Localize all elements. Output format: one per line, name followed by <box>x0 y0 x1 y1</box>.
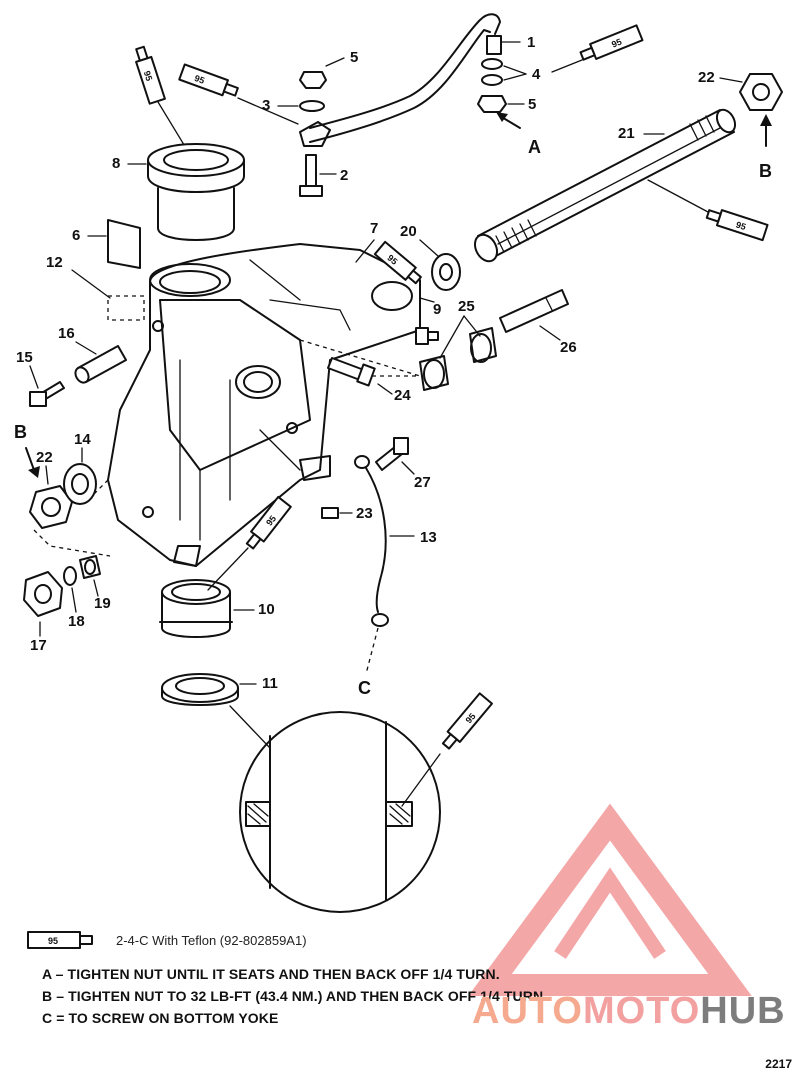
legend: 2-4-C With Teflon (92-802859A1) <box>22 928 307 952</box>
marker-b-left: B <box>14 422 27 442</box>
callout-22-left: 22 <box>36 449 53 466</box>
callout-8: 8 <box>112 155 120 172</box>
callout-6: 6 <box>72 227 80 244</box>
seal-detail-view <box>229 705 441 913</box>
callout-7: 7 <box>370 220 378 237</box>
figure-number: 2217 <box>765 1057 792 1071</box>
legend-tube-spacer <box>22 928 102 952</box>
grease-tube-95-detail: 95 <box>441 692 493 750</box>
callout-12: 12 <box>46 254 63 271</box>
washer-18 <box>63 566 77 586</box>
callout-18: 18 <box>68 613 85 630</box>
grease-tube-95-3: 95 <box>178 63 239 97</box>
nut-5-right <box>477 95 507 113</box>
note-c: C = TO SCREW ON BOTTOM YOKE <box>42 1010 279 1026</box>
bushing-19 <box>79 555 101 579</box>
nut-22-right <box>739 73 783 111</box>
grease-fitting <box>415 327 439 345</box>
callout-19: 19 <box>94 595 111 612</box>
washers-4 <box>481 58 503 86</box>
watermark-hub: HUB <box>700 990 786 1032</box>
callout-9: 9 <box>433 301 441 318</box>
callout-2: 2 <box>340 167 348 184</box>
callout-10: 10 <box>258 601 275 618</box>
washer-3 <box>299 100 325 112</box>
watermark-auto: AUTO <box>472 990 583 1032</box>
callout-5-left: 5 <box>350 49 358 66</box>
svg-text:95: 95 <box>264 514 278 528</box>
callout-3: 3 <box>262 97 270 114</box>
seal-11 <box>161 673 239 706</box>
watermark-moto: MOTO <box>582 990 701 1032</box>
svg-text:95: 95 <box>464 711 478 725</box>
callout-24: 24 <box>394 387 411 404</box>
legend-tube-icon: 95 <box>27 931 93 949</box>
svg-text:95: 95 <box>735 219 748 232</box>
part-12-dashed <box>107 295 145 321</box>
callout-23: 23 <box>356 505 373 522</box>
callout-20: 20 <box>400 223 417 240</box>
svg-text:95: 95 <box>48 936 58 946</box>
ground-strap-13 <box>354 455 389 627</box>
nut-22-left <box>29 485 73 529</box>
callout-4: 4 <box>532 66 541 83</box>
swivel-bracket <box>107 243 421 567</box>
bushing-10 <box>159 579 233 638</box>
svg-text:95: 95 <box>142 70 155 83</box>
steering-link-rod <box>299 13 502 147</box>
tilt-tube-21 <box>473 108 737 263</box>
callout-11: 11 <box>262 675 278 692</box>
grease-tube-95-4: 95 <box>579 24 644 61</box>
grease-tube-95-8: 95 <box>135 45 166 105</box>
marker-c: C <box>358 678 371 698</box>
svg-text:95: 95 <box>610 37 623 50</box>
callout-17: 17 <box>30 637 47 654</box>
nut-5-left <box>299 71 327 89</box>
pin-26 <box>499 289 569 333</box>
callout-25: 25 <box>458 298 475 315</box>
callout-13: 13 <box>420 529 437 546</box>
callout-27: 27 <box>414 474 431 491</box>
nut-17 <box>23 571 63 617</box>
callout-26: 26 <box>560 339 577 356</box>
callout-14: 14 <box>74 431 91 448</box>
callout-21: 21 <box>618 125 635 142</box>
grease-tube-95-21: 95 <box>705 209 769 242</box>
legend-label: 2-4-C With Teflon (92-802859A1) <box>116 932 307 948</box>
washer-20 <box>431 253 461 291</box>
notes: A – TIGHTEN NUT UNTIL IT SEATS AND THEN … <box>42 966 547 1032</box>
svg-text:95: 95 <box>193 73 206 86</box>
callout-1: 1 <box>527 34 535 51</box>
note-b: B – TIGHTEN NUT TO 32 LB-FT (43.4 NM.) A… <box>42 988 548 1004</box>
callout-22-right: 22 <box>698 69 715 86</box>
svg-text:95: 95 <box>385 253 399 267</box>
bolt-24 <box>327 357 376 387</box>
note-a: A – TIGHTEN NUT UNTIL IT SEATS AND THEN … <box>42 966 500 982</box>
bolt-2 <box>299 154 323 197</box>
callout-5-right: 5 <box>528 96 536 113</box>
watermark-text: AUTOMOTOHUB <box>472 990 786 1033</box>
bolt-27 <box>375 437 409 471</box>
washer-14 <box>63 463 97 505</box>
watermark-logo <box>468 803 752 996</box>
marker-b-right: B <box>759 161 772 181</box>
callout-15: 15 <box>16 349 33 366</box>
grease-tube-95-10: 95 <box>245 495 292 550</box>
bushing-8 <box>147 143 245 241</box>
part-23 <box>321 507 339 519</box>
grease-tube-95-9: 95 <box>373 240 422 285</box>
pad-6 <box>107 219 141 269</box>
callout-16: 16 <box>58 325 75 342</box>
bolt-15 <box>29 381 65 407</box>
marker-a: A <box>528 137 541 157</box>
